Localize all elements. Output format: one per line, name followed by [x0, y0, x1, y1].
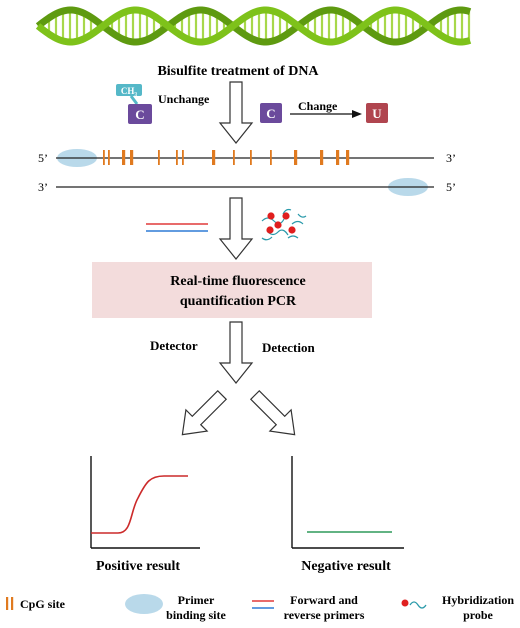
down-arrow-1 [218, 81, 254, 144]
legend-cpg-icon [6, 597, 14, 610]
detector-label: Detector [150, 338, 198, 353]
legend-primers-line1: Forward and [290, 593, 358, 607]
legend-primer-line1: Primer [178, 593, 215, 607]
primers-icon [146, 223, 208, 232]
legend-primers-icon [252, 600, 274, 609]
legend-probe-icon [401, 599, 427, 609]
pcr-box [92, 262, 372, 318]
negative-result-plot [291, 456, 404, 549]
cpg-site-tick [182, 150, 184, 165]
cpg-site-tick [250, 150, 252, 165]
bisulfite-title: Bisulfite treatment of DNA [157, 64, 319, 79]
legend: CpG site Primer binding site Forward and… [6, 593, 514, 622]
diagonal-arrow-right [249, 389, 296, 436]
change-arrow-icon [290, 110, 362, 118]
cpg-site-tick [108, 150, 110, 165]
change-label: Change [298, 99, 338, 113]
strand-top-3prime: 3’ [446, 151, 456, 165]
c-letter-unmethylated: C [266, 106, 275, 121]
positive-result-plot [90, 456, 200, 549]
cpg-site-tick [158, 150, 160, 165]
positive-result-label: Positive result [96, 559, 180, 574]
legend-primer-site-icon [125, 594, 163, 614]
down-arrow-3 [218, 321, 254, 384]
strand-top-5prime: 5’ [38, 151, 48, 165]
legend-primers-line2: reverse primers [284, 608, 365, 622]
hybridization-probes-icon [261, 208, 307, 241]
legend-cpg-label: CpG site [20, 597, 66, 611]
legend-probe-line2: probe [463, 608, 493, 622]
cpg-site-tick [294, 150, 298, 165]
cpg-site-tick [212, 150, 216, 165]
uracil-icon: U [366, 103, 388, 123]
strand-bottom-3prime: 3’ [38, 180, 48, 194]
cpg-site-tick [270, 150, 272, 165]
cpg-site-tick [130, 150, 134, 165]
methylated-cytosine-icon: CH₃ C [116, 84, 152, 124]
diagonal-arrow-left [181, 389, 228, 436]
cpg-site-tick [336, 150, 340, 165]
unchange-label: Unchange [158, 92, 210, 106]
pcr-title-line1: Real-time fluorescence [170, 274, 305, 289]
down-arrow-2 [218, 197, 254, 260]
legend-probe-line1: Hybridization [442, 593, 514, 607]
u-letter: U [372, 106, 382, 121]
c-letter-methylated: C [135, 107, 144, 122]
cpg-site-tick [103, 150, 105, 165]
pcr-title-line2: quantification PCR [180, 294, 297, 309]
detection-label: Detection [262, 340, 315, 355]
legend-primer-line2: binding site [166, 608, 226, 622]
negative-result-label: Negative result [301, 559, 391, 574]
methyl-label: CH₃ [121, 86, 138, 96]
cpg-site-tick [233, 150, 235, 165]
cpg-site-tick [346, 150, 350, 165]
unmethylated-cytosine-icon: C [260, 103, 282, 123]
dna-helix-image [35, 6, 472, 46]
cpg-sites-group [103, 150, 350, 165]
strand-bottom-5prime: 5’ [446, 180, 456, 194]
cpg-site-tick [122, 150, 126, 165]
cpg-site-tick [176, 150, 178, 165]
cpg-site-tick [320, 150, 324, 165]
